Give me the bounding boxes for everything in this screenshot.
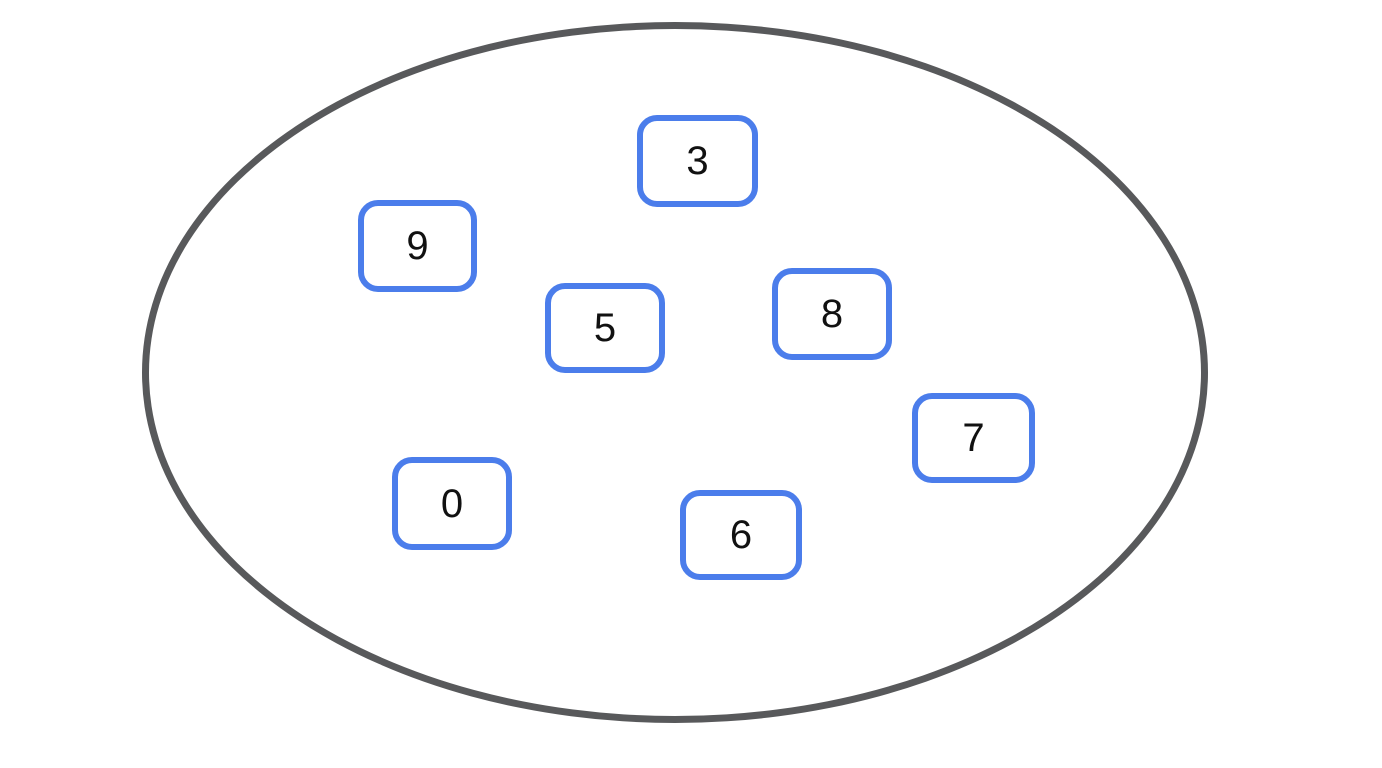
number-card-label: 3	[686, 139, 709, 183]
number-card-label: 5	[593, 306, 617, 350]
number-card[interactable]: 7	[912, 393, 1035, 483]
number-card[interactable]: 9	[358, 200, 477, 292]
number-card[interactable]: 8	[772, 268, 892, 360]
number-card-label: 9	[406, 224, 429, 268]
number-card-label: 0	[440, 481, 464, 526]
number-card[interactable]: 0	[392, 457, 512, 550]
number-card[interactable]: 6	[680, 490, 802, 580]
number-card-label: 7	[962, 416, 985, 460]
set-ellipse	[142, 22, 1208, 723]
number-card-label: 6	[729, 513, 753, 557]
number-card[interactable]: 3	[637, 115, 758, 207]
number-card-label: 8	[820, 292, 844, 336]
number-card[interactable]: 5	[545, 283, 665, 373]
